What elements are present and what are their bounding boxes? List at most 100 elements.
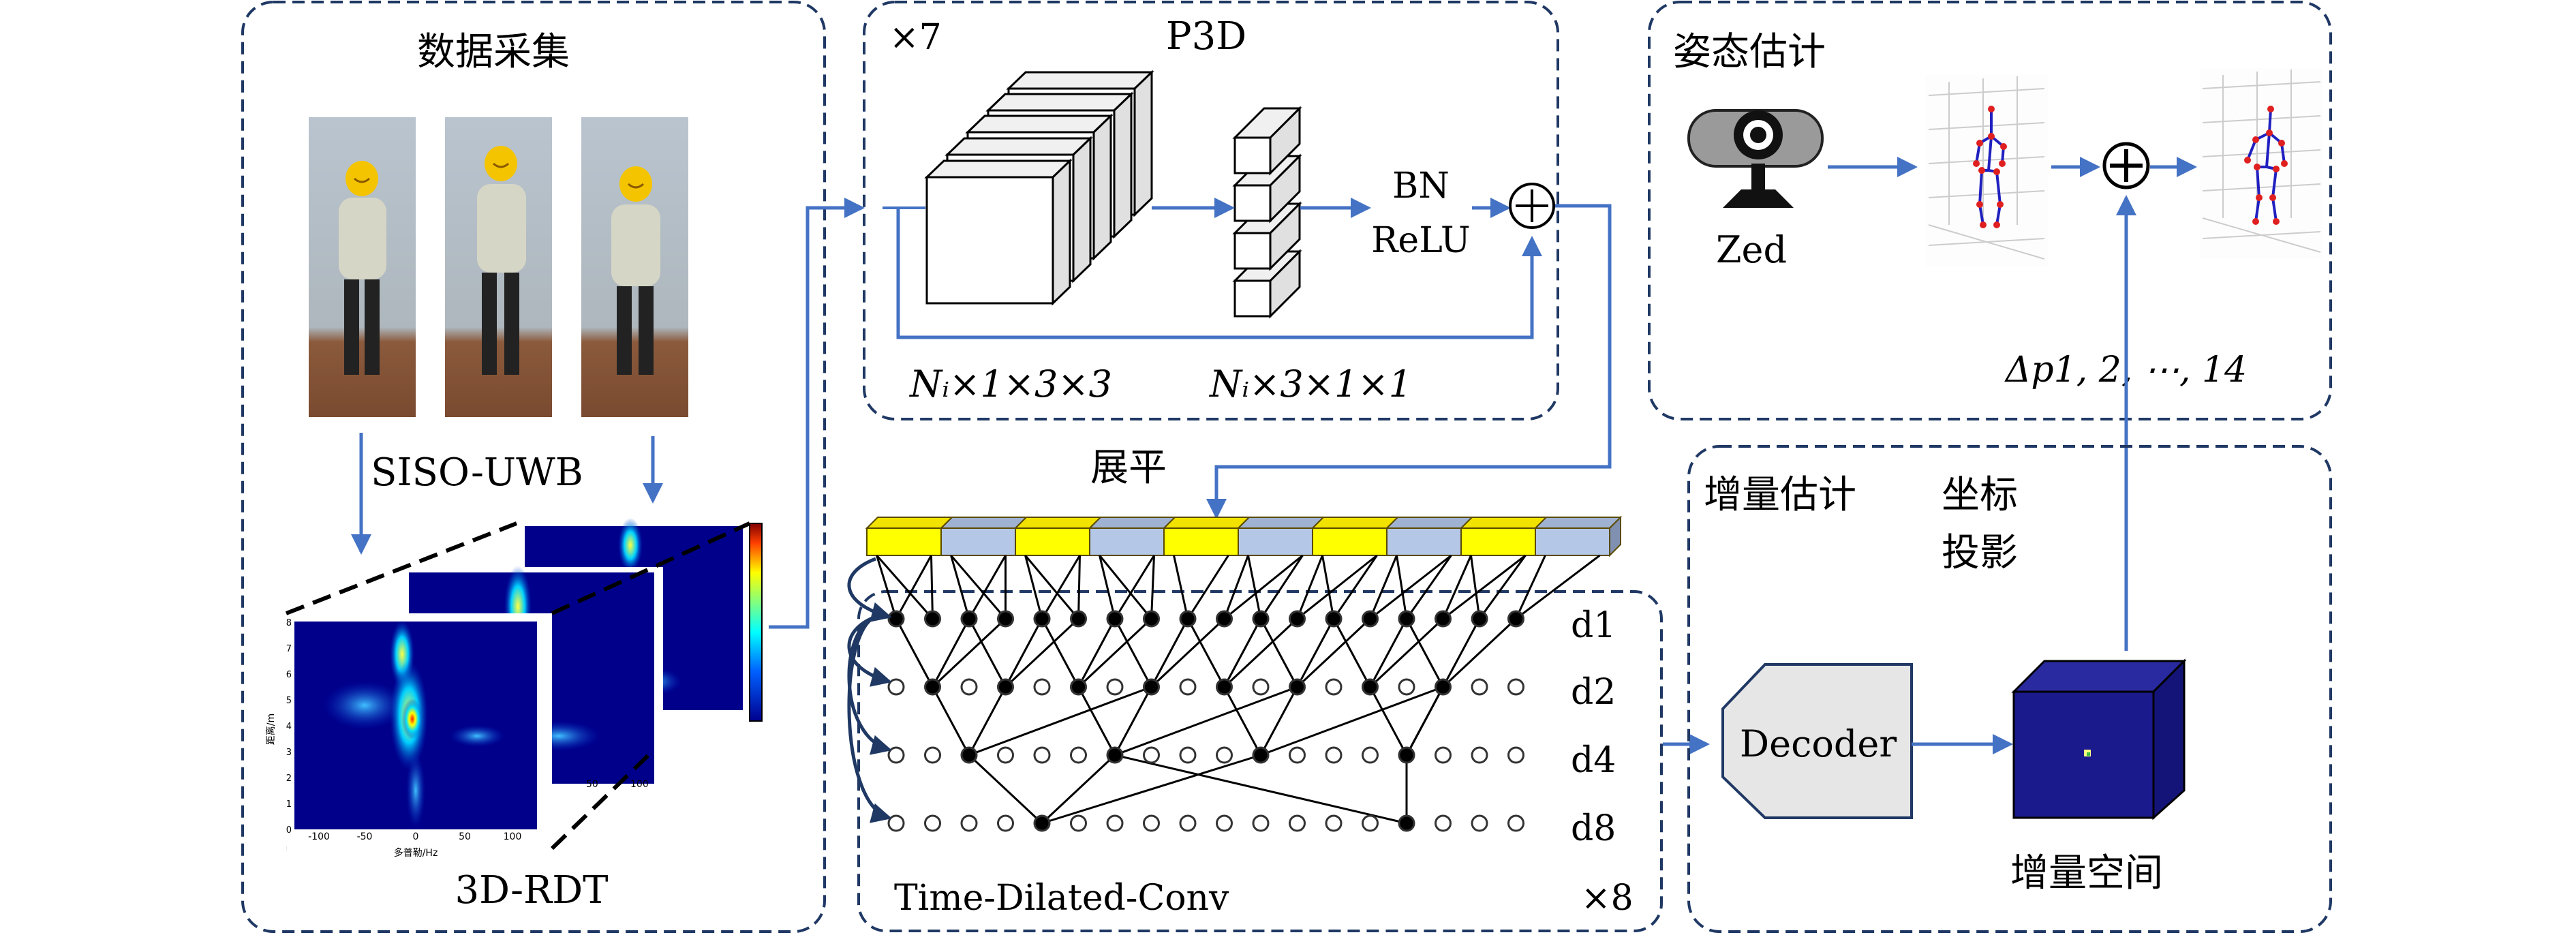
d1-d2-edge — [895, 618, 934, 688]
tdc-active-node — [1362, 678, 1379, 696]
tdc-inactive-node — [1216, 746, 1233, 764]
middle-x-tick: 100 — [630, 779, 649, 790]
token-top — [1162, 517, 1251, 529]
token-to-d1-edge — [1470, 555, 1481, 619]
y-tick: 0 — [286, 825, 292, 836]
zed-label: Zed — [1716, 228, 1787, 271]
p3d-title: P3D — [1166, 14, 1246, 59]
token-top — [1310, 517, 1400, 529]
tdc-inactive-node — [887, 814, 905, 832]
token-to-d1-edge — [876, 555, 934, 619]
d1-d2-edge — [1005, 618, 1043, 688]
tdc-active-node — [960, 610, 978, 628]
token-top — [1459, 517, 1548, 529]
y-tick: 8 — [286, 618, 292, 628]
token-to-d1-edge — [1515, 554, 1601, 620]
d4-d8-edge — [1041, 754, 1261, 825]
tdc-inactive-node — [997, 746, 1014, 764]
tdc-inactive-node — [1471, 678, 1488, 696]
token-to-d1-edge — [1442, 554, 1527, 620]
tdc-inactive-node — [1507, 746, 1524, 764]
tdc-active-node — [887, 610, 905, 628]
tdc-inactive-node — [1471, 814, 1488, 832]
token-to-d1-edge — [1223, 555, 1249, 619]
tdc-active-node — [1289, 678, 1306, 696]
y-tick: 4 — [286, 722, 292, 732]
bn-label: BN — [1392, 166, 1450, 206]
p3d-skip-connection — [896, 208, 1542, 339]
tdc-inactive-node — [1252, 814, 1270, 832]
zed-camera-icon — [1687, 109, 1824, 208]
tdc-inactive-node — [1179, 678, 1197, 696]
tdc-active-node — [1471, 610, 1488, 628]
d2-d4-edge — [1369, 686, 1408, 756]
d2-d4-edge — [1223, 686, 1262, 756]
tdc-inactive-node — [997, 814, 1014, 832]
flatten-token — [1238, 527, 1313, 556]
tdc-inactive-node — [1106, 814, 1124, 832]
d1-d2-edge — [1296, 617, 1371, 688]
tdc-active-node — [1398, 746, 1415, 764]
rdt-label: 3D-RDT — [455, 868, 609, 913]
tdc-inactive-node — [1033, 746, 1051, 764]
rdt-y-ticks: 0 1 2 3 4 5 6 7 8 — [286, 618, 292, 836]
flatten-label: 展平 — [1090, 446, 1167, 490]
d2-d4-edge — [1260, 686, 1444, 756]
tdc-repeat: ×8 — [1581, 878, 1634, 919]
tdc-inactive-node — [887, 678, 905, 696]
tdc-inactive-node — [1398, 678, 1415, 696]
tdc-active-node — [1398, 610, 1415, 628]
token-to-d1-edge — [1259, 555, 1304, 619]
token-top — [1385, 517, 1474, 529]
y-tick: 7 — [286, 644, 292, 654]
token-to-d1-edge — [1186, 555, 1229, 619]
rdt-x-ticks: -100 -50 0 50 100 — [308, 831, 521, 842]
d1-d2-edge — [932, 618, 970, 688]
d1-d2-edge — [1405, 618, 1444, 688]
tdc-active-node — [960, 746, 978, 764]
tdc-active-node — [1216, 678, 1233, 696]
flatten-token — [1163, 527, 1239, 556]
flatten-token — [1312, 527, 1387, 556]
d1-d2-edge — [1150, 617, 1225, 688]
rdt-x-axis-label: 多普勒/Hz — [394, 847, 438, 859]
token-to-d1-edge — [1515, 555, 1546, 619]
token-to-d1-edge — [1321, 555, 1335, 619]
d1-d2-edge — [1186, 618, 1225, 688]
relu-label: ReLU — [1371, 220, 1470, 261]
d2-d4-edge — [932, 686, 970, 756]
tdc-inactive-node — [1325, 678, 1343, 696]
skeleton-plot-1 — [1925, 75, 2048, 266]
token-to-d1-edge — [1114, 555, 1155, 619]
decoder-label: Decoder — [1740, 722, 1897, 765]
siso-uwb-label: SISO-UWB — [371, 450, 583, 495]
tdc-active-node — [1143, 610, 1160, 628]
flatten-token — [940, 527, 1016, 556]
y-tick: 1 — [286, 799, 292, 810]
tdc-inactive-node — [1216, 814, 1233, 832]
tdc-active-node — [1033, 610, 1051, 628]
token-top — [1013, 517, 1103, 529]
pose-add-node — [2102, 142, 2150, 189]
tdc-active-node — [1252, 610, 1270, 628]
token-top — [1533, 517, 1623, 529]
token-to-d1-edge — [1478, 555, 1527, 619]
decoder-block: Decoder — [1721, 663, 1913, 819]
token-to-d1-edge — [930, 555, 934, 619]
projection-label-2: 投影 — [1942, 531, 2018, 575]
d1-d2-edge — [1332, 618, 1371, 688]
tdc-border — [857, 590, 1663, 932]
tdc-active-node — [1179, 610, 1197, 628]
token-top — [1088, 517, 1177, 529]
tdc-inactive-node — [960, 678, 978, 696]
pose-title: 姿态估计 — [1673, 30, 1826, 74]
kernel-2-label: Nᵢ×3×1×1 — [1208, 363, 1412, 405]
token-to-d1-edge — [1099, 555, 1116, 619]
p3d-add-node — [1509, 183, 1555, 229]
tdc-inactive-node — [1507, 814, 1524, 832]
tdc-active-node — [1106, 610, 1124, 628]
token-to-d1-edge — [1405, 555, 1452, 619]
token-to-d1-edge — [1332, 555, 1378, 619]
tdc-active-node — [924, 678, 941, 696]
tdc-active-node — [1435, 678, 1452, 696]
